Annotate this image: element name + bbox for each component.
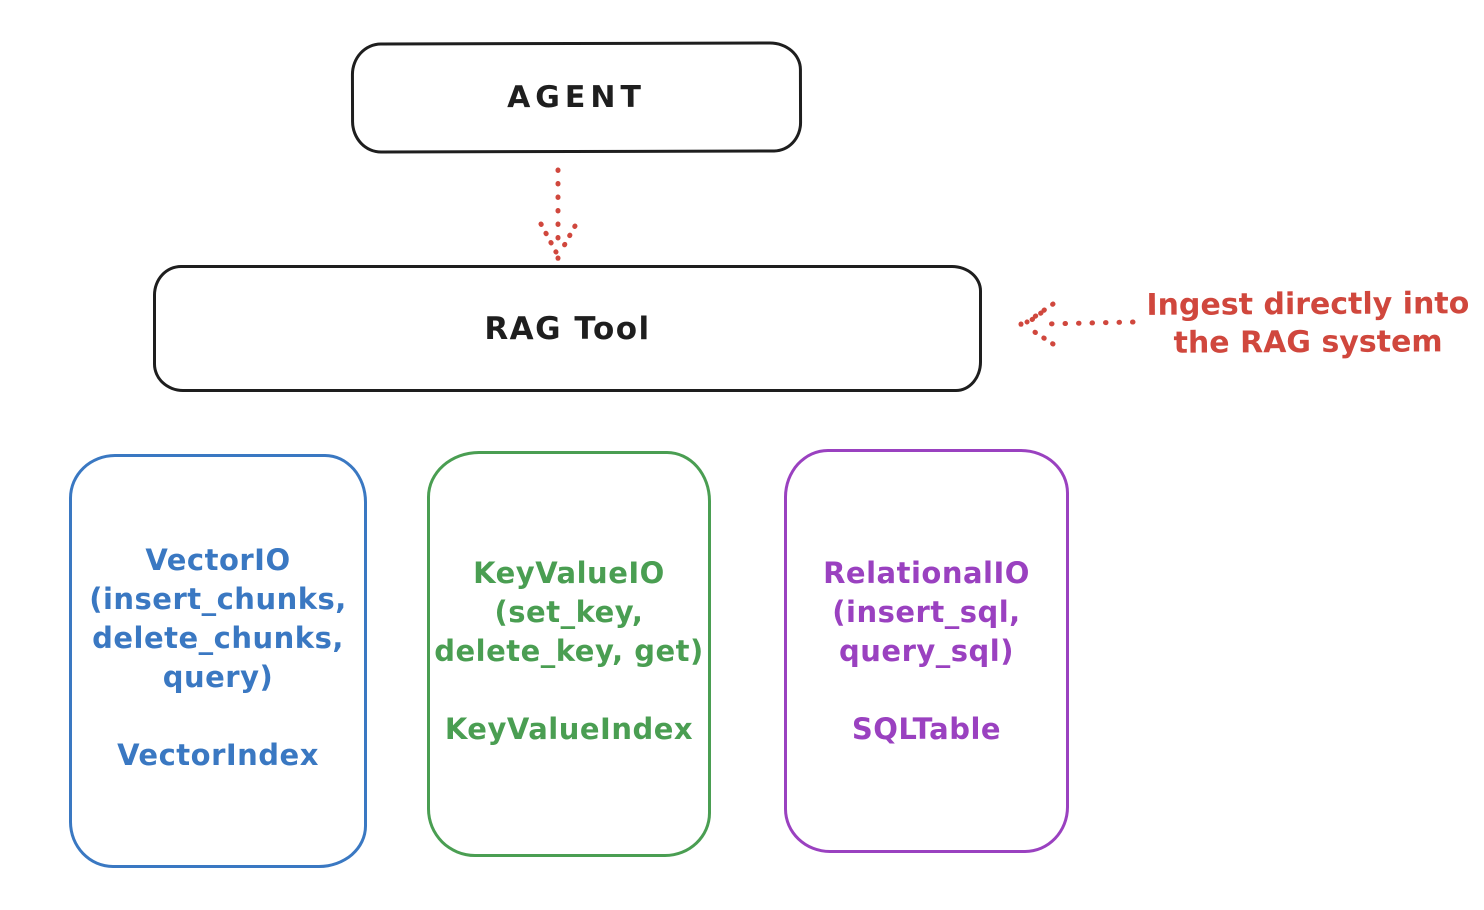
keyvalue-index-label: KeyValueIndex: [444, 712, 694, 746]
relational-io-node: RelationalIO (insert_sql, query_sql) SQL…: [784, 449, 1069, 853]
agent-node: AGENT: [350, 41, 803, 154]
vector-io-methods-line-2: delete_chunks,: [92, 621, 344, 655]
arrow-agent-to-rag-icon: [538, 167, 578, 261]
ingest-annotation-line-1: Ingest directly into: [1146, 286, 1470, 323]
vector-io-methods-line-3: query): [162, 660, 274, 694]
arrow-ingest-to-rag-icon: [1018, 301, 1136, 347]
ingest-annotation: Ingest directly into the RAG system: [1136, 285, 1480, 363]
keyvalue-io-methods-line-1: (set_key,: [494, 595, 644, 629]
vector-index-label: VectorIndex: [117, 738, 319, 772]
vector-io-node: VectorIO (insert_chunks, delete_chunks, …: [69, 454, 367, 868]
vector-io-title: VectorIO: [145, 543, 291, 577]
keyvalue-io-node: KeyValueIO (set_key, delete_key, get) Ke…: [427, 451, 711, 857]
agent-node-label: AGENT: [507, 79, 646, 116]
relational-io-title: RelationalIO: [823, 556, 1030, 590]
sql-table-label: SQLTable: [851, 712, 1002, 746]
keyvalue-io-methods-line-2: delete_key, get): [434, 634, 704, 668]
keyvalue-io-title: KeyValueIO: [473, 556, 665, 590]
vector-io-methods-line-1: (insert_chunks,: [89, 582, 347, 616]
rag-tool-node: RAG Tool: [153, 265, 982, 392]
rag-tool-node-label: RAG Tool: [484, 310, 651, 347]
ingest-annotation-line-2: the RAG system: [1173, 324, 1443, 361]
relational-io-methods-line-2: query_sql): [839, 634, 1014, 668]
relational-io-methods-line-1: (insert_sql,: [832, 595, 1021, 629]
